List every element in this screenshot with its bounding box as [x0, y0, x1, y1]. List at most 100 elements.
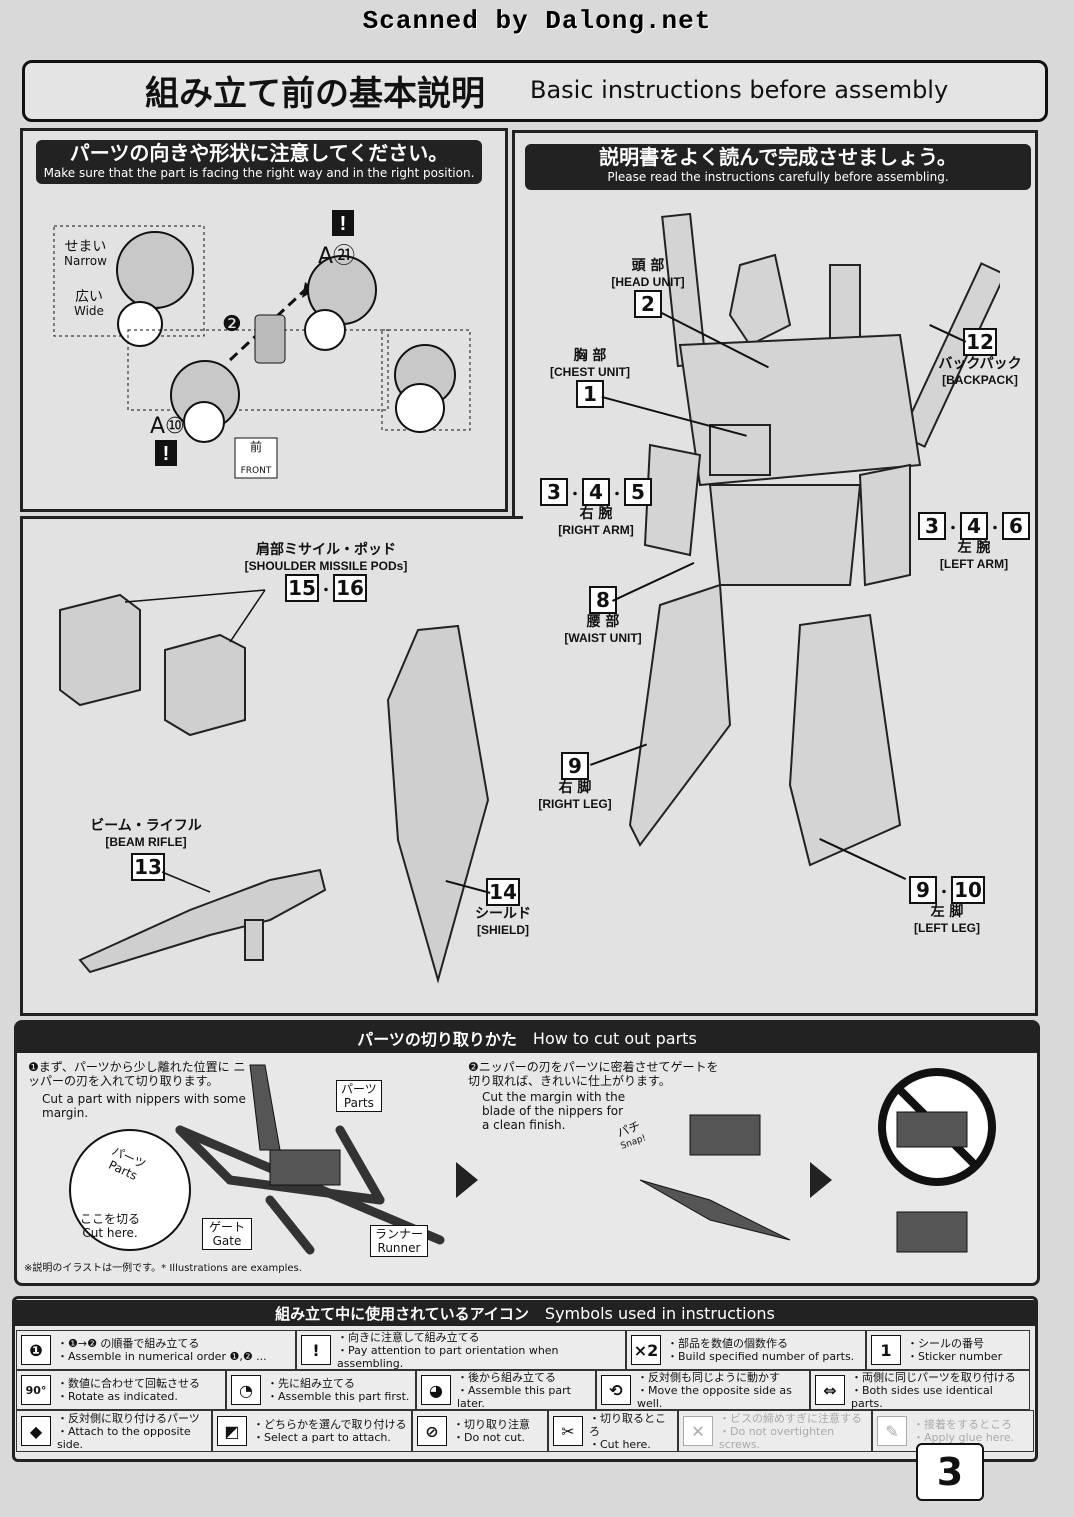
- right-arm-number-1: 3: [540, 478, 568, 506]
- attention-icon: !: [301, 1335, 331, 1365]
- waist-unit-label: 8 腰 部 [WAIST UNIT]: [558, 586, 648, 646]
- symbol-rotate: 90°・数値に合わせて回転させる・Rotate as indicated.: [16, 1370, 226, 1410]
- shield-label-jp: シールド: [475, 906, 531, 922]
- numerical-order-icon: ❶: [21, 1335, 51, 1365]
- shield-body: [386, 624, 490, 984]
- do-not-cut-icon: ⊘: [417, 1416, 447, 1446]
- right-arm-sep-2: ・: [610, 487, 624, 503]
- symbol-opposite-attach-en: ・Attach to the opposite side.: [57, 1424, 191, 1451]
- step-two-badge: ❷: [222, 312, 242, 337]
- front-indicator-box: [234, 437, 278, 479]
- runner-callout: ランナー Runner: [370, 1225, 429, 1257]
- symbol-numerical-order-en: ・Assemble in numerical order ❶,❷ ...: [57, 1350, 267, 1363]
- front-label: 前 FRONT: [235, 440, 277, 478]
- missile-pods-label-en: [SHOULDER MISSILE PODs]: [244, 559, 408, 573]
- attention-icon-bottom: [155, 440, 177, 466]
- orientation-header: パーツの向きや形状に注意してください。 Make sure that the p…: [36, 140, 482, 184]
- symbol-first-jp: ・先に組み立てる: [267, 1377, 355, 1390]
- beam-rifle-leader: [161, 871, 211, 893]
- chest-unit-label: 胸 部 [CHEST UNIT] 1: [545, 348, 635, 408]
- detail-circle-top: [117, 301, 163, 347]
- wide-label-jp: 広い: [74, 289, 103, 305]
- symbol-cut-here-jp: ・切り取るところ: [589, 1411, 666, 1438]
- cut-here-label-jp: ここを切る: [80, 1212, 141, 1226]
- left-arm-label: 3・4・6 左 腕 [LEFT ARM]: [904, 512, 1044, 572]
- head-unit: [728, 253, 792, 347]
- title-bar: [22, 60, 1048, 122]
- cut-footnote: ※説明のイラストは一例です。* Illustrations are exampl…: [24, 1263, 302, 1274]
- left-leg-label: 9・10 左 脚 [LEFT LEG]: [900, 876, 994, 936]
- beam-rifle-grip: [244, 919, 264, 961]
- symbol-opposite-attach: ◆・反対側に取り付けるパーツ・Attach to the opposite si…: [16, 1410, 212, 1452]
- missile-pods-number-2: 16: [333, 574, 367, 602]
- do-not-twist-illustration: [878, 1068, 996, 1253]
- chest-unit-label-en: [CHEST UNIT]: [550, 365, 630, 379]
- cut-parts-header-en: How to cut out parts: [532, 1028, 697, 1048]
- quantity-icon: ×2: [631, 1335, 661, 1365]
- cut-detail-circle: [69, 1129, 191, 1251]
- attention-mark-top: !: [340, 213, 347, 235]
- shield-label: 14 シールド [SHIELD]: [470, 878, 536, 938]
- left-arm-sep-2: ・: [988, 521, 1002, 537]
- runner-illustration: [69, 1064, 445, 1255]
- cut-here-icon: ✂: [553, 1416, 583, 1446]
- beam-rifle-label-en: [BEAM RIFLE]: [105, 835, 187, 849]
- runner-part: [269, 1149, 341, 1186]
- orientation-illustration: ! !: [53, 210, 471, 479]
- parts-callout-jp: パーツ: [341, 1082, 377, 1096]
- cut-here-label: ここを切る Cut here.: [80, 1212, 140, 1240]
- cut-step-two-en: Cut the margin with the blade of the nip…: [482, 1090, 626, 1132]
- screw-icon: ✕: [683, 1416, 713, 1446]
- symbol-quantity-jp: ・部品を数値の個数作る: [667, 1337, 788, 1350]
- backpack-label: 12 バックパック [BACKPACK]: [930, 328, 1030, 388]
- symbols-row-2: 90°・数値に合わせて回転させる・Rotate as indicated. ◔ ・…: [16, 1370, 1034, 1410]
- symbol-both-sides: ⇔・両側に同じパーツを取り付ける・Both sides use identica…: [810, 1370, 1030, 1410]
- orientation-header-jp: パーツの向きや形状に注意してください。: [69, 141, 449, 165]
- runner-callout-en: Runner: [377, 1241, 421, 1255]
- chest-unit-number: 1: [576, 380, 604, 408]
- wide-label: 広い Wide: [74, 290, 104, 318]
- right-arm-label-en: [RIGHT ARM]: [558, 523, 634, 537]
- chest-unit-label-jp: 胸 部: [573, 348, 607, 364]
- head-unit-label: 頭 部 [HEAD UNIT] 2: [608, 258, 688, 318]
- first-icon: ◔: [231, 1375, 261, 1405]
- symbol-later: ◕・後から組み立てる・Assemble this part later.: [416, 1370, 596, 1410]
- symbol-opposite-move-en: ・Move the opposite side as well.: [637, 1383, 792, 1410]
- later-icon: ◕: [421, 1375, 451, 1405]
- symbols-header: 組み立て中に使用されているアイコン Symbols used in instru…: [12, 1300, 1038, 1326]
- narrow-label-jp: せまい: [64, 239, 107, 255]
- left-arm-sep-1: ・: [946, 521, 960, 537]
- page-title-jp: 組み立て前の基本説明: [145, 74, 485, 114]
- left-leg-number-1: 9: [909, 876, 937, 904]
- waist-unit-number: 8: [589, 586, 617, 614]
- cut-step-one-en: Cut a part with nippers with some margin…: [42, 1092, 246, 1120]
- detail-circle-bottom: [183, 401, 225, 443]
- left-arm-label-jp: 左 腕: [957, 540, 991, 556]
- symbol-select: ◩・どちらかを選んで取り付ける・Select a part to attach.: [212, 1410, 412, 1452]
- right-leg-label-en: [RIGHT LEG]: [538, 797, 612, 811]
- left-arm-label-en: [LEFT ARM]: [939, 557, 1009, 571]
- head-unit-label-en: [HEAD UNIT]: [611, 275, 685, 289]
- symbol-first-en: ・Assemble this part first.: [267, 1390, 410, 1403]
- broken-part: [896, 1211, 968, 1253]
- runner-bar-5: [265, 1195, 315, 1255]
- front-label-jp: 前: [249, 440, 262, 454]
- read-instructions-header: 説明書をよく読んで完成させましょう。 Please read the instr…: [525, 144, 1031, 190]
- shield-label-en: [SHIELD]: [477, 923, 529, 937]
- waist-unit: [708, 484, 862, 586]
- missile-pods-illustration: [59, 589, 266, 737]
- missile-pods-label-jp: 肩部ミサイル・ポッド: [256, 542, 396, 558]
- step-arrow-2: [810, 1162, 832, 1198]
- left-leg-label-jp: 左 脚: [930, 904, 964, 920]
- beam-rifle-label: ビーム・ライフル [BEAM RIFLE]: [86, 818, 206, 850]
- part-marker-a21: A㉑: [318, 244, 356, 269]
- symbols-grid: ❶・❶→❷ の順番で組み立てる・Assemble in numerical or…: [16, 1330, 1034, 1452]
- attention-mark-bottom: !: [163, 443, 170, 465]
- gate-callout: ゲート Gate: [202, 1218, 253, 1250]
- symbol-both-sides-en: ・Both sides use identical parts.: [851, 1383, 993, 1410]
- waist-unit-label-en: [WAIST UNIT]: [564, 631, 642, 645]
- right-leg-label: 9 右 脚 [RIGHT LEG]: [530, 752, 620, 812]
- runner-bar-2: [175, 1125, 235, 1185]
- left-arm-number-1: 3: [918, 512, 946, 540]
- cut-step-one: ❶まず、パーツから少し離れた位置に ニッパーの刃を入れて切り取ります。 Cut …: [28, 1060, 248, 1120]
